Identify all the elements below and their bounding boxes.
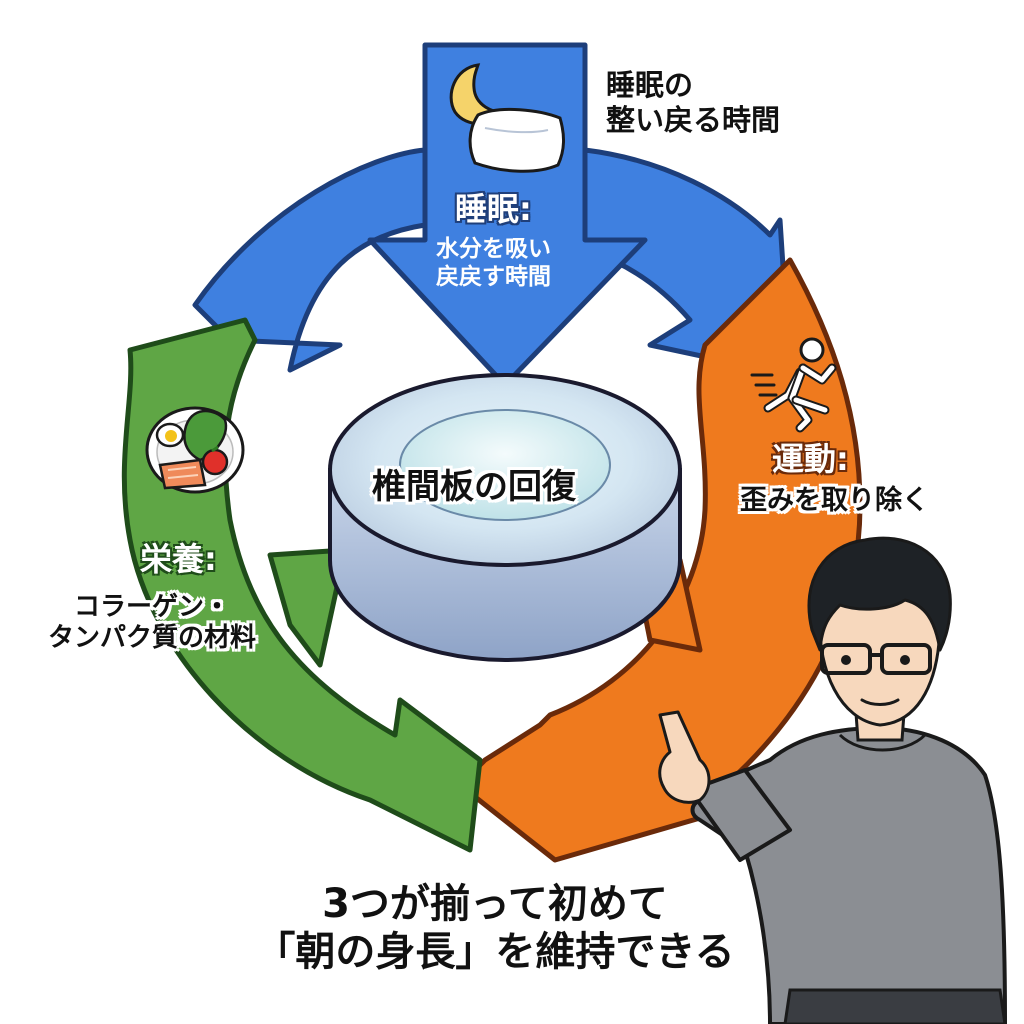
sleep-note-line1: 睡眠の xyxy=(606,68,694,102)
nutrition-desc-line2: タンパク質の材料 xyxy=(48,623,257,654)
pointing-arm xyxy=(688,768,792,862)
nutrition-desc-line1: コラーゲン・ xyxy=(74,592,231,622)
sleep-arrow xyxy=(367,42,648,388)
running-person-icon xyxy=(750,337,837,433)
footer-caption: 3つが揃って初めて 「朝の身長」を維持できる xyxy=(200,880,790,976)
intervertebral-disc xyxy=(328,373,682,663)
food-plate-icon xyxy=(145,406,245,494)
exercise-title: 運動: xyxy=(772,440,849,478)
sleep-desc-line1: 水分を吸い xyxy=(436,236,551,262)
sleep-desc: 水分を吸い 戻戻す時間 xyxy=(436,236,551,291)
footer-line2: 「朝の身長」を維持できる xyxy=(255,929,735,975)
nutrition-arrow-head xyxy=(267,547,348,668)
nutrition-desc: コラーゲン・ タンパク質の材料 xyxy=(48,592,256,654)
moon-pillow-icon xyxy=(449,63,565,173)
pointing-hand xyxy=(658,710,711,804)
nutrition-title: 栄養: xyxy=(140,540,217,578)
sleep-note-line2: 整い戻る時間 xyxy=(606,102,781,137)
sleep-title: 睡眠: xyxy=(455,190,532,228)
presenter-character xyxy=(658,536,1007,1024)
sleep-desc-line2: 戻戻す時間 xyxy=(436,263,551,290)
exercise-desc: 歪みを取り除く xyxy=(740,485,929,516)
footer-line1: 3つが揃って初めて xyxy=(322,881,668,927)
sleep-note: 睡眠の 整い戻る時間 xyxy=(606,68,780,138)
center-label: 椎間板の回復 xyxy=(372,467,576,507)
